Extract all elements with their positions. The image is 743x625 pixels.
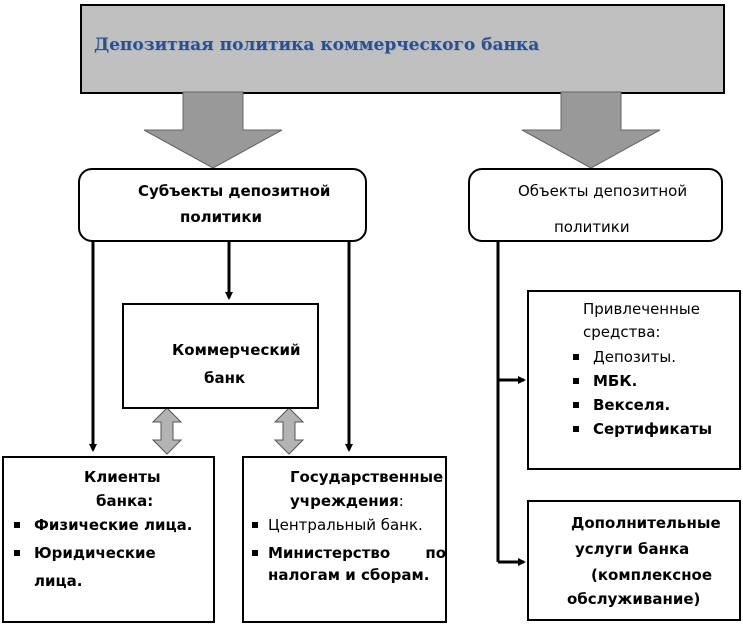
bank-line2: банк <box>204 369 246 387</box>
bank-line1: Коммерческий <box>172 341 301 359</box>
list-item: Векселя. <box>567 394 712 416</box>
extra-line1: Дополнительные <box>571 514 721 532</box>
extra-line3: (комплексное <box>591 566 713 584</box>
bullet-icon <box>14 550 20 556</box>
extra-line2: услуги банка <box>575 540 690 558</box>
list-item: Депозиты. <box>567 346 712 368</box>
double-arrow-gov <box>273 407 305 455</box>
clients-heading2: банка: <box>96 492 154 510</box>
objects-line1: Объекты депозитной <box>518 182 688 200</box>
title-banner: Депозитная политика коммерческого банка <box>80 4 725 94</box>
objects-box: Объекты депозитной политики <box>468 168 723 242</box>
clients-box: Клиенты банка: Физические лица. Юридичес… <box>2 456 215 623</box>
attracted-box: Привлеченные средства: Депозиты. МБК. Ве… <box>527 290 741 470</box>
attracted-heading1: Привлеченные <box>583 300 700 318</box>
big-arrow-left <box>143 91 283 169</box>
bullet-icon <box>573 354 579 360</box>
clients-heading1: Клиенты <box>84 468 161 486</box>
bullet-icon <box>252 522 258 528</box>
double-arrow-clients <box>151 407 183 455</box>
bullet-icon <box>573 426 579 432</box>
list-item: налогам и сборам. <box>268 566 430 584</box>
bullet-icon <box>573 402 579 408</box>
list-item: лица. <box>34 572 83 590</box>
bank-box: Коммерческий банк <box>122 303 319 409</box>
attracted-heading2: средства <box>583 323 656 341</box>
attracted-list: Депозиты. МБК. Векселя. Сертификаты <box>567 346 712 440</box>
bullet-icon <box>573 378 579 384</box>
subjects-line2: политики <box>180 208 263 226</box>
subjects-line1: Субъекты депозитной <box>138 182 331 200</box>
list-item: Юридические <box>8 542 193 564</box>
big-arrow-right <box>521 91 661 169</box>
extra-services-box: Дополнительные услуги банка (комплексное… <box>527 500 741 621</box>
extra-line4: обслуживание) <box>567 590 701 608</box>
list-item: Физические лица. <box>8 514 193 536</box>
bullet-icon <box>14 522 20 528</box>
diagram-title: Депозитная политика коммерческого банка <box>94 35 540 55</box>
objects-line2: политики <box>554 218 630 236</box>
bullet-icon <box>252 550 258 556</box>
gov-heading2: учреждения <box>290 492 399 510</box>
subjects-box: Субъекты депозитной политики <box>78 168 367 242</box>
clients-list: Физические лица. Юридические лица. <box>8 514 193 592</box>
list-item: Центральный банк. <box>246 514 446 536</box>
gov-heading1: Государственные <box>290 468 444 486</box>
list-item: Сертификаты <box>567 418 712 440</box>
gov-box: Государственные учреждения: Центральный … <box>242 456 447 623</box>
list-item: МБК. <box>567 370 712 392</box>
